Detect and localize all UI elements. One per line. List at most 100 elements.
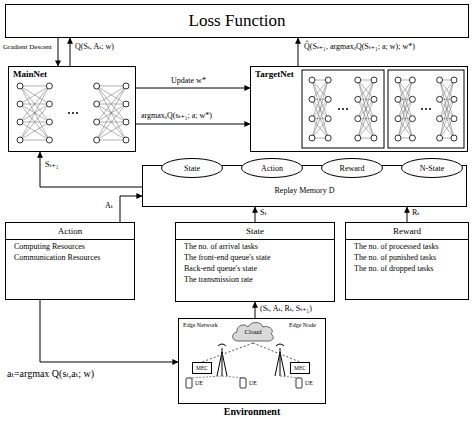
net-neuron — [437, 77, 443, 83]
net-neuron — [17, 119, 23, 125]
connector — [407, 207, 408, 222]
net-link — [398, 80, 412, 138]
node-heading: TargetNet — [255, 69, 463, 79]
net-link — [97, 86, 126, 122]
net-neuron — [355, 77, 361, 83]
edge-label: Update w* — [170, 76, 207, 85]
state-box: StateThe no. of arrival tasksThe front-e… — [175, 222, 335, 302]
edge-label: Sₜ₊₁ — [44, 160, 59, 169]
connector — [120, 196, 142, 222]
net-neuron — [437, 96, 443, 102]
net-ellipsis-dot — [338, 108, 340, 110]
net-link — [398, 119, 412, 138]
net-link — [358, 80, 374, 99]
net-link — [440, 80, 454, 138]
net-link — [97, 140, 126, 141]
action-box: ActionComputing ResourcesCommunication R… — [5, 222, 135, 300]
mec-server-box: MEC — [192, 362, 212, 374]
net-ellipsis-dot — [425, 108, 427, 110]
edge-label: Q(Sₜ, Aₜ; w) — [74, 42, 115, 51]
node-item: Back-end queue's state — [176, 262, 334, 273]
edge-label: argmaxₐQ(sₜ₊₁; a; w*) — [140, 111, 213, 120]
net-link — [312, 80, 328, 99]
net-neuron — [94, 101, 100, 107]
target-subnet-frame — [388, 70, 464, 148]
net-neuron — [123, 83, 129, 89]
net-link — [97, 86, 126, 140]
net-link — [97, 86, 126, 122]
net-neuron — [325, 116, 331, 122]
net-link — [312, 80, 328, 138]
net-neuron — [409, 135, 415, 141]
edge-label: Aₜ — [104, 201, 114, 210]
net-link — [20, 86, 49, 104]
edge-label: aₜ=argmax Q(sₜ,aₜ; w) — [6, 368, 95, 380]
memory-field-ellipse: Action — [241, 158, 303, 178]
net-neuron — [395, 77, 401, 83]
net-link — [358, 119, 374, 138]
net-link — [20, 86, 49, 122]
net-neuron — [437, 116, 443, 122]
node-item: Communication Resources — [6, 251, 134, 262]
net-neuron — [17, 101, 23, 107]
net-neuron — [395, 116, 401, 122]
net-neuron — [309, 135, 315, 141]
net-neuron — [371, 96, 377, 102]
node-item: Computing Resources — [6, 240, 134, 251]
node-heading: Action — [261, 164, 283, 173]
edge-label: (Sₜ, Aₜ, Rₜ, Sₜ₊₁) — [259, 304, 313, 313]
net-neuron — [437, 135, 443, 141]
net-link — [20, 86, 49, 140]
net-neuron — [309, 77, 315, 83]
net-link — [20, 86, 49, 122]
connector — [202, 343, 253, 362]
net-link — [97, 86, 126, 104]
reward-box: RewardThe no. of processed tasksThe no. … — [345, 222, 469, 300]
net-neuron — [94, 83, 100, 89]
net-ellipsis-dot — [68, 112, 70, 114]
net-link — [20, 86, 49, 140]
net-neuron — [123, 101, 129, 107]
neural-net-icons — [17, 77, 457, 143]
node-heading: Environment — [178, 406, 326, 417]
net-neuron — [94, 137, 100, 143]
net-neuron — [94, 119, 100, 125]
net-link — [20, 140, 49, 141]
net-link — [20, 86, 49, 104]
net-link — [398, 80, 412, 138]
net-link — [440, 80, 454, 138]
net-link — [358, 80, 374, 99]
net-neuron — [371, 116, 377, 122]
connector — [70, 38, 71, 66]
net-neuron — [451, 135, 457, 141]
memory-field-ellipse: State — [161, 158, 223, 178]
connector — [298, 38, 299, 66]
edge-label: Q̂(Sₜ₊₁, argmaxₐQ(Sₜ₊₁; a; w); w*) — [303, 42, 416, 51]
net-link — [97, 104, 126, 140]
node-heading: Loss Function — [189, 11, 286, 31]
net-neuron — [325, 96, 331, 102]
net-link — [97, 86, 126, 104]
net-link — [97, 86, 126, 140]
net-neuron — [325, 77, 331, 83]
user-equipment-icon — [186, 378, 302, 388]
net-ellipsis-dot — [421, 108, 423, 110]
net-link — [20, 104, 49, 140]
node-heading: State — [176, 223, 334, 240]
net-ellipsis-dot — [429, 108, 431, 110]
net-neuron — [409, 77, 415, 83]
net-neuron — [309, 116, 315, 122]
node-heading: N-State — [420, 164, 444, 173]
net-link — [440, 119, 454, 138]
loss-function-box: Loss Function — [5, 4, 469, 38]
replay-memory-box: StateActionRewardN-StateReplay Memory D — [142, 165, 467, 207]
net-ellipsis-dot — [76, 112, 78, 114]
diagram-label: Edge Network — [182, 322, 219, 329]
edge-label: Rₜ — [411, 208, 420, 217]
net-link — [358, 119, 374, 138]
targetnet-box: TargetNet — [250, 66, 468, 152]
connector — [255, 207, 256, 222]
node-item: The no. of processed tasks — [346, 240, 468, 251]
base-station-tower — [275, 344, 285, 376]
node-heading: MEC — [196, 365, 208, 371]
